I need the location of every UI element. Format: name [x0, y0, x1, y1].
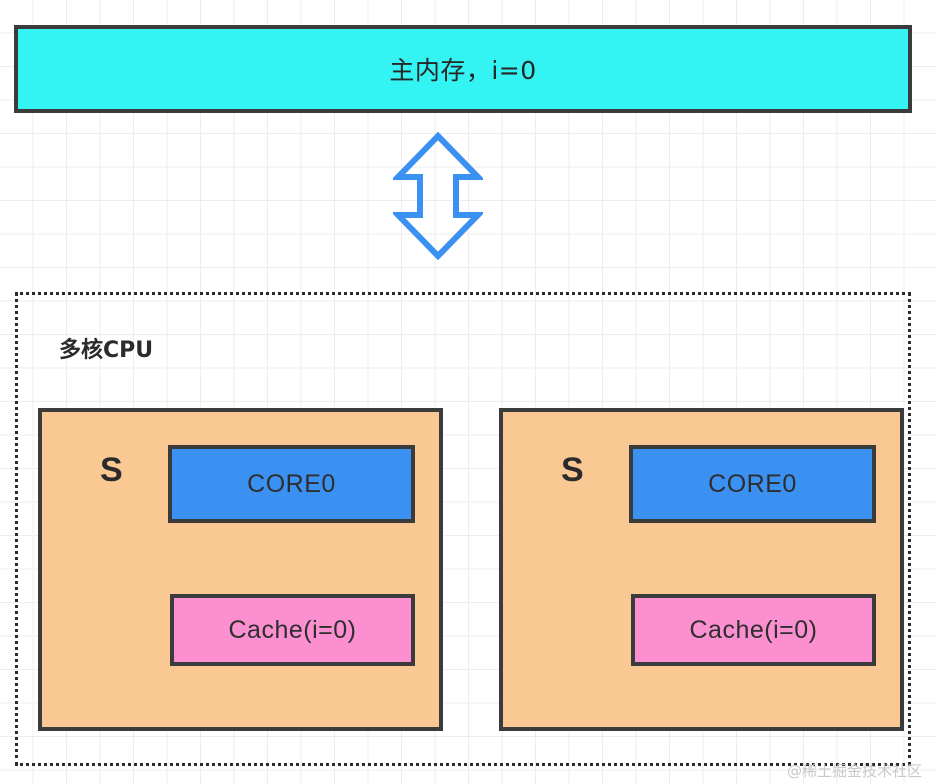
cache-chip-label: Cache(i=0) [228, 615, 357, 644]
main-memory-box: 主内存，i=0 [14, 25, 912, 113]
cache-state-letter: S [561, 451, 584, 489]
multicore-cpu-container: 多核CPU S CORE0 Cache(i=0) S CORE0 Cache(i… [15, 292, 911, 766]
core-panel: S CORE0 Cache(i=0) [499, 408, 904, 731]
main-memory-label: 主内存，i=0 [389, 56, 537, 85]
cache-state-letter: S [100, 451, 123, 489]
core-chip-label: CORE0 [708, 469, 797, 498]
cache-chip-box: Cache(i=0) [631, 594, 876, 666]
core-panel: S CORE0 Cache(i=0) [38, 408, 443, 731]
core-chip-label: CORE0 [247, 469, 336, 498]
multicore-cpu-title: 多核CPU [59, 338, 154, 363]
cache-chip-box: Cache(i=0) [170, 594, 415, 666]
memory-cpu-bidirectional-arrow-icon [390, 131, 486, 261]
cache-chip-label: Cache(i=0) [689, 615, 818, 644]
watermark: @稀土掘金技术社区 [786, 762, 922, 780]
core-chip-box: CORE0 [168, 445, 415, 523]
core-chip-box: CORE0 [629, 445, 876, 523]
